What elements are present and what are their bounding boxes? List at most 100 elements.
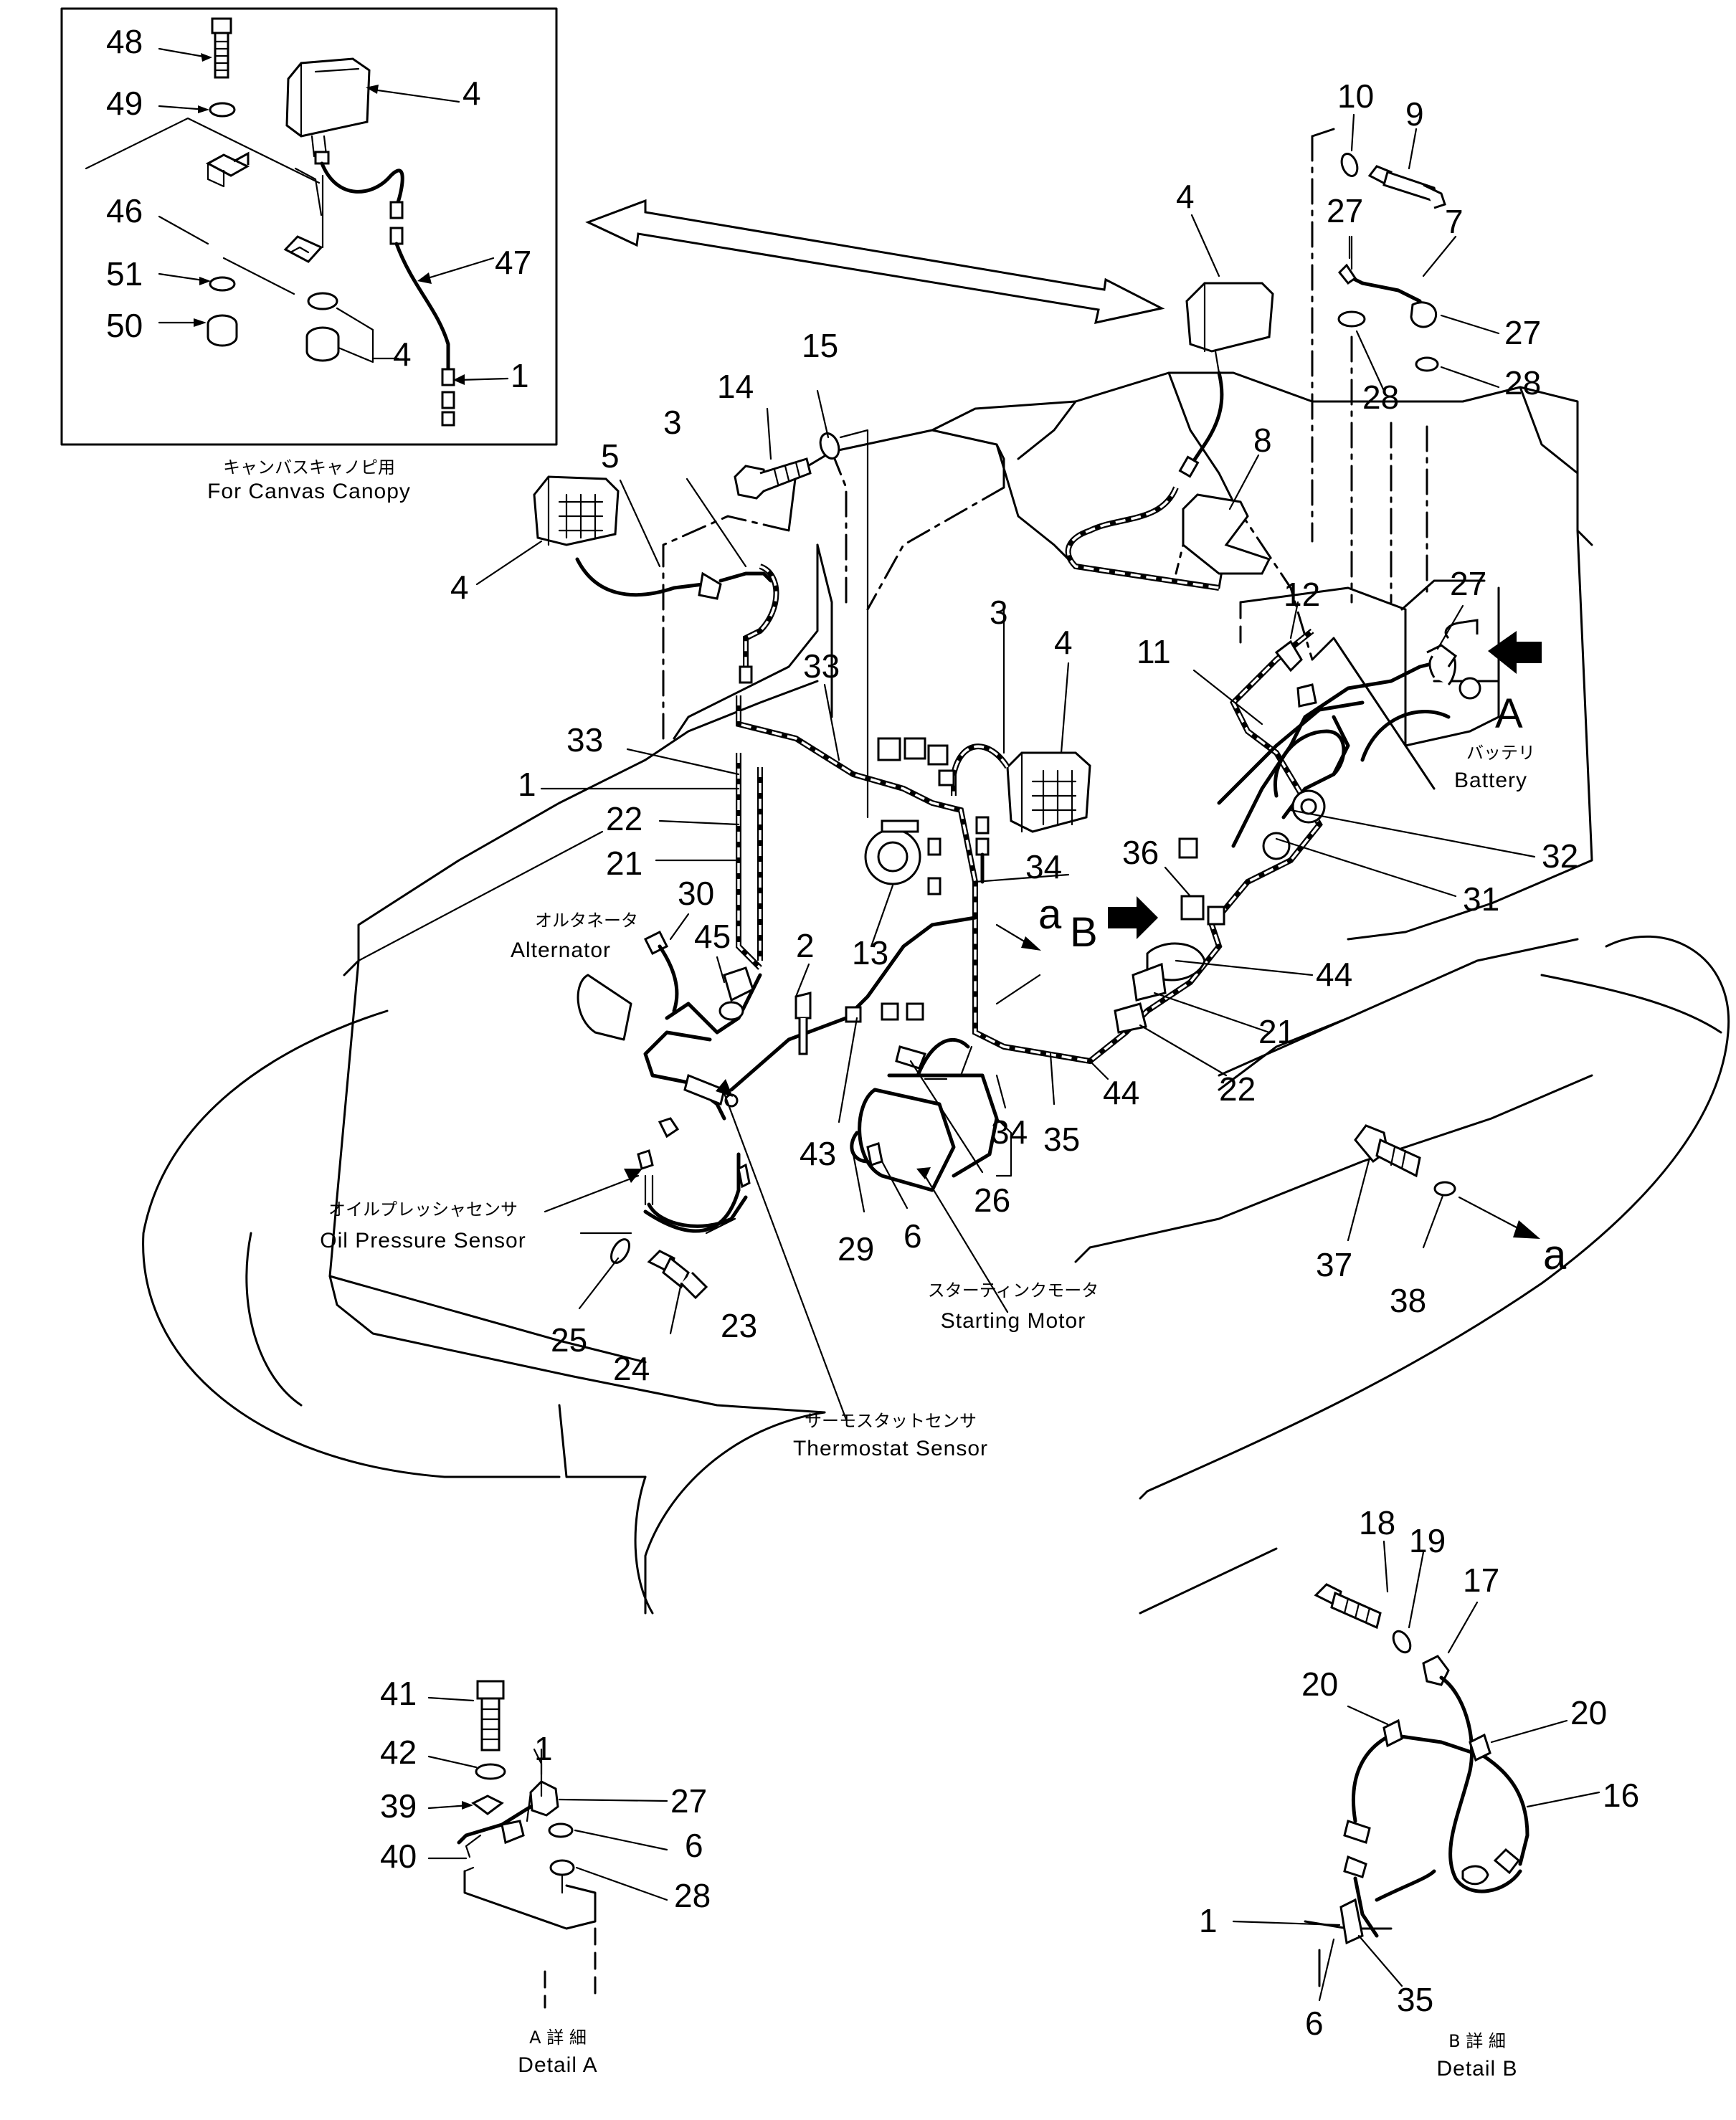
connector-icon xyxy=(389,201,404,219)
connector-icon xyxy=(927,837,941,856)
inset-frame xyxy=(60,7,558,446)
callout: 4 xyxy=(393,336,412,373)
callout: 39 xyxy=(380,1787,417,1825)
callout: 10 xyxy=(1337,77,1374,115)
battery-label-jp: バッテリ xyxy=(1466,743,1535,763)
callout: 12 xyxy=(1284,576,1320,613)
nut-icon xyxy=(305,326,340,362)
relay-icon xyxy=(903,737,926,760)
callout: 29 xyxy=(838,1230,874,1268)
starting-motor-icon xyxy=(858,1045,1012,1192)
cable-1 xyxy=(457,1805,533,1845)
callout: 21 xyxy=(606,845,642,882)
callout: 6 xyxy=(685,1827,703,1864)
callout: 50 xyxy=(106,307,143,344)
callout: 36 xyxy=(1122,834,1159,871)
callout: 14 xyxy=(717,368,754,405)
inset-canvas-canopy: 48 49 4 46 51 50 47 4 1 xyxy=(60,7,558,446)
connector-icon xyxy=(441,368,455,386)
washer-icon xyxy=(549,1859,575,1876)
callout: 1 xyxy=(534,1730,553,1767)
callout: 5 xyxy=(601,437,620,475)
fuse-box-icon xyxy=(1274,640,1317,708)
callout: 27 xyxy=(1327,192,1363,229)
inset-caption-jp: キャンバスキャノピ用 xyxy=(223,457,395,477)
machine-outline xyxy=(142,371,1730,1615)
connector-icon xyxy=(975,837,990,856)
washer-icon xyxy=(209,102,236,118)
callout: 48 xyxy=(106,23,143,60)
terminal-icon xyxy=(1426,644,1458,667)
bracket-icon xyxy=(1182,493,1271,575)
view-arrow-a xyxy=(1021,936,1041,951)
wire-47 xyxy=(394,242,450,371)
callout: 3 xyxy=(990,594,1008,631)
clamp-icon xyxy=(1469,1733,1491,1762)
horn-icon xyxy=(864,819,921,885)
connector-icon xyxy=(737,1163,751,1189)
callout: 11 xyxy=(1137,633,1171,670)
alternator-label-jp: オルタネータ xyxy=(535,911,638,931)
washer-icon xyxy=(1433,1181,1456,1197)
battery-bracket-lines xyxy=(1239,128,1500,747)
bolt-icon xyxy=(1354,1124,1421,1178)
callout: 9 xyxy=(1405,95,1424,133)
clamp-icon xyxy=(1382,1719,1403,1748)
relay-cluster xyxy=(877,737,955,786)
washer-icon xyxy=(307,292,338,310)
lamp-lead xyxy=(1188,371,1224,468)
view-arrow-A xyxy=(1488,631,1542,674)
bolt-icon xyxy=(734,457,812,500)
alternator-icon xyxy=(577,930,679,1041)
bolt-icon xyxy=(1367,165,1446,209)
callout: 23 xyxy=(721,1307,757,1344)
callout: 33 xyxy=(566,721,603,759)
connector-icon xyxy=(389,227,404,245)
connector-icon xyxy=(927,877,941,895)
starting-motor-label-jp: スターティンクモータ xyxy=(928,1280,1099,1301)
bolt-icon xyxy=(647,1250,708,1300)
callout: 3 xyxy=(663,404,682,441)
callout: 20 xyxy=(1301,1665,1338,1703)
callout: 25 xyxy=(551,1321,587,1359)
callout: 4 xyxy=(463,75,481,112)
callout: 45 xyxy=(694,918,731,955)
detail-b-caption: Detail B xyxy=(1436,2057,1517,2081)
callout: 20 xyxy=(1570,1694,1607,1731)
callout: 47 xyxy=(495,244,531,281)
clamp-icon xyxy=(1132,962,1167,1002)
connector-icon xyxy=(1178,455,1200,478)
callout: 2 xyxy=(796,927,815,964)
detail-b-jp: B 詳 細 xyxy=(1448,2031,1506,2051)
connector-icon xyxy=(1343,1820,1371,1844)
callout: 27 xyxy=(1450,565,1486,602)
connector-icon xyxy=(1461,1865,1489,1886)
bolt-icon xyxy=(1314,1583,1382,1630)
callout: 28 xyxy=(674,1877,711,1914)
connector-icon xyxy=(975,816,990,835)
terminal-icon xyxy=(529,1780,559,1817)
callout: 40 xyxy=(380,1838,417,1875)
view-arrow-B xyxy=(1108,896,1158,939)
callout: 28 xyxy=(1362,379,1399,416)
callout: 21 xyxy=(1258,1013,1295,1050)
callout: 7 xyxy=(1445,203,1464,240)
lamp-lead xyxy=(575,557,705,597)
view-label-A: A xyxy=(1495,690,1523,737)
thermostat-label-jp: サーモスタットセンサ xyxy=(805,1411,977,1431)
battery-icon xyxy=(1428,619,1481,700)
terminal-icon xyxy=(866,1142,883,1166)
callout: 37 xyxy=(1316,1246,1352,1283)
callout: 41 xyxy=(380,1675,417,1712)
connector-icon xyxy=(441,411,455,427)
callout: 24 xyxy=(613,1350,650,1387)
callout: 1 xyxy=(1199,1902,1218,1939)
detail-a: 41 42 39 40 1 27 6 28 A 詳 細 Detail A xyxy=(380,1675,711,2077)
callout: 4 xyxy=(1054,624,1073,661)
clamp-icon xyxy=(1339,1898,1364,1945)
oil-pressure-sensor-icon xyxy=(637,1117,680,1206)
callout: 35 xyxy=(1043,1121,1080,1158)
callout: 18 xyxy=(1359,1504,1395,1541)
callout: 1 xyxy=(518,766,536,803)
callout: 4 xyxy=(450,569,469,606)
